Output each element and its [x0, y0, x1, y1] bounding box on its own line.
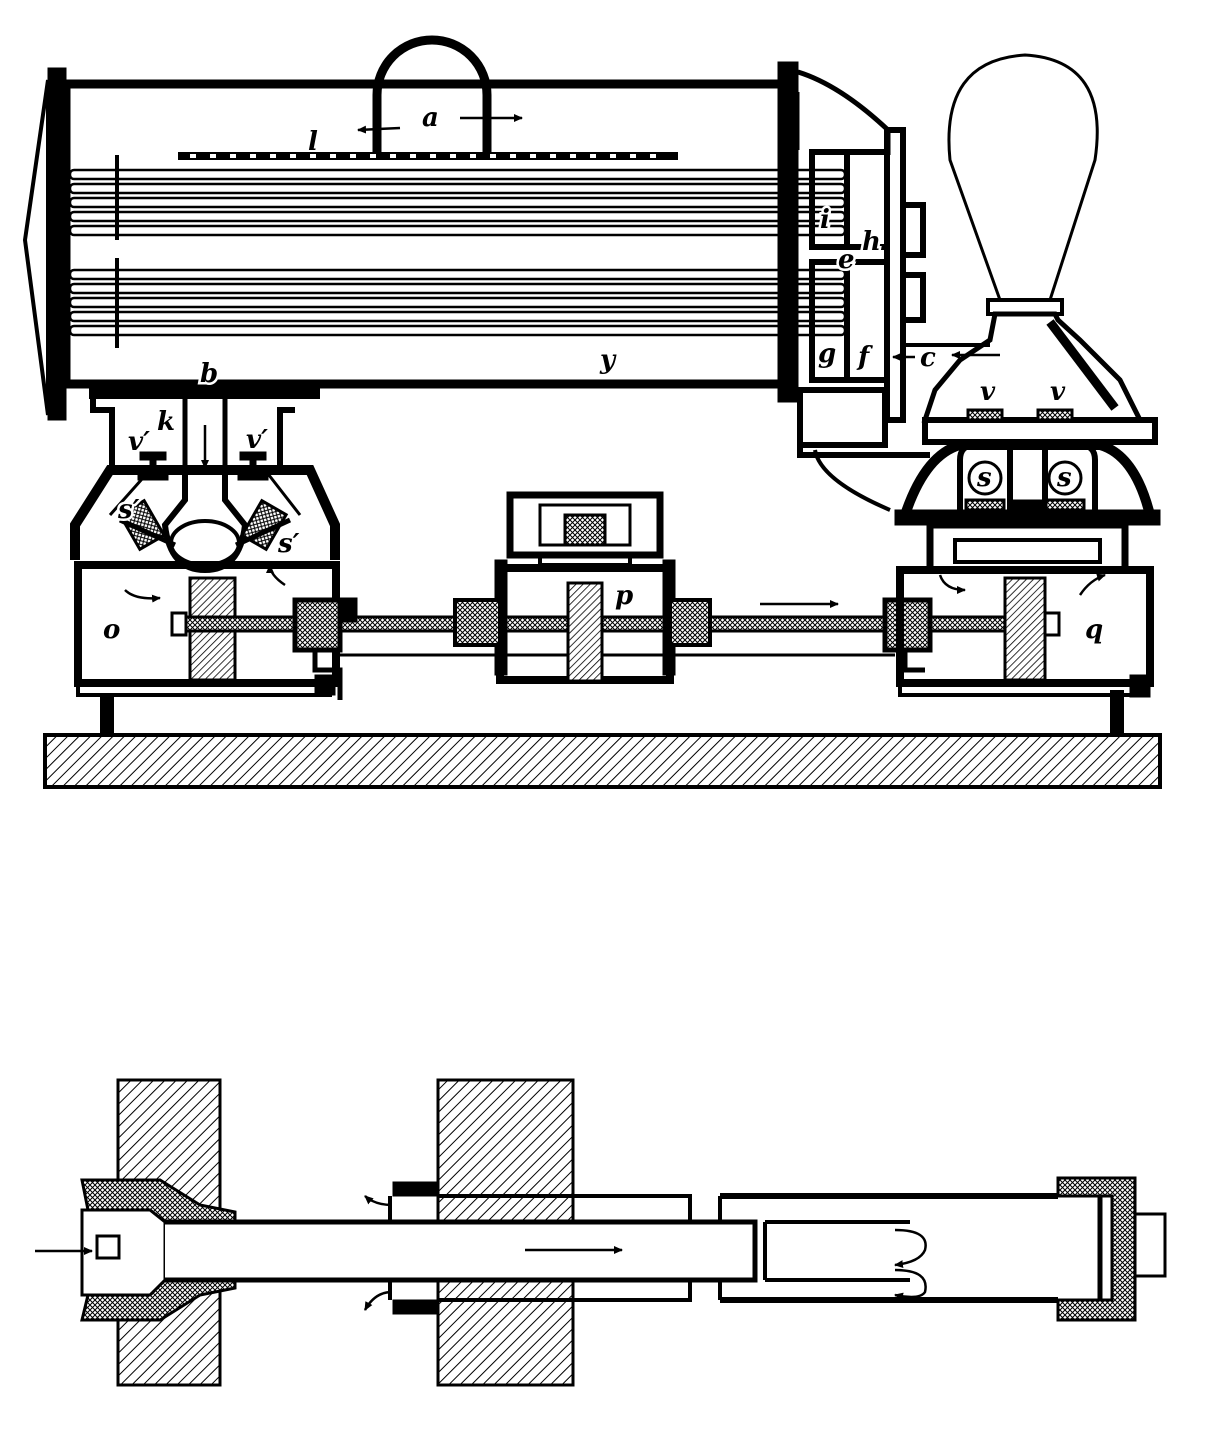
- label-h: h: [862, 227, 881, 257]
- condenser-shell: [22, 35, 891, 421]
- label-q: q: [1085, 615, 1103, 645]
- label-k: k: [157, 407, 175, 437]
- stuffing-box-right: [882, 597, 933, 673]
- flow-arrows: [124, 114, 1106, 608]
- label-b: b: [200, 359, 218, 389]
- label-a: a: [422, 103, 439, 133]
- outer-pipe: [388, 1181, 1103, 1315]
- label-i: i: [820, 205, 830, 235]
- label-v-prime-right: v′: [246, 425, 268, 455]
- label-e: e: [838, 245, 855, 275]
- tube-bundle-upper: [68, 155, 847, 240]
- tube-bundle-lower: [68, 258, 847, 348]
- condenser-figure: a l b k v′ v′ s′ s′ i h e g f c y v v s …: [22, 35, 1162, 789]
- funnel: [905, 53, 1145, 423]
- pipe-joint-figure: [35, 1078, 1167, 1387]
- label-s-right: s: [1056, 463, 1072, 493]
- supports: [100, 690, 1124, 735]
- label-s-prime-left: s′: [117, 495, 140, 525]
- label-f: f: [856, 342, 873, 372]
- label-p: p: [615, 581, 633, 611]
- middle-cylinder: [453, 491, 712, 684]
- stuffing-box-left: [292, 597, 358, 700]
- label-l: l: [308, 127, 318, 157]
- label-g: g: [818, 339, 836, 369]
- label-s-prime-right: s′: [277, 529, 300, 559]
- pipe-flow-arrows: [35, 1195, 927, 1311]
- end-cap: [1056, 1176, 1167, 1322]
- label-v-right: v: [1050, 377, 1066, 407]
- inner-pipe: [165, 1219, 910, 1283]
- label-s-left: s: [976, 463, 992, 493]
- compressor-right: [813, 408, 1161, 698]
- distributor-pipe: [178, 152, 678, 160]
- condenser-outlet: [89, 385, 320, 475]
- label-c: c: [920, 343, 936, 373]
- tube-headers: [797, 127, 930, 458]
- label-v-prime-left: v′: [128, 427, 150, 457]
- compressor-left: [70, 451, 340, 697]
- label-y: y: [599, 345, 617, 375]
- label-v-left: v: [980, 377, 996, 407]
- floor: [43, 733, 1162, 789]
- label-o: o: [103, 615, 120, 645]
- threaded-fitting: [80, 1178, 237, 1322]
- diagram-labels: a l b k v′ v′ s′ s′ i h e g f c y v v s …: [101, 101, 1106, 648]
